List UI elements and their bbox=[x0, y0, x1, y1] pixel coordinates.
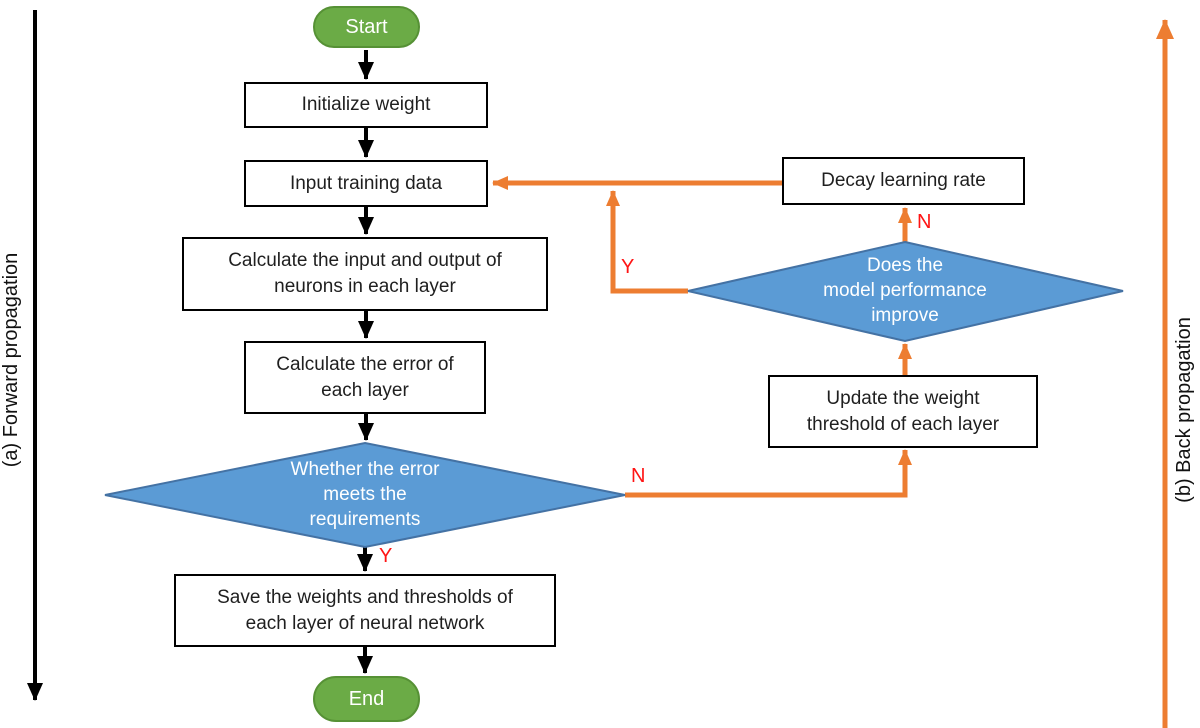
process-calculate-input-output: Calculate the input and output of neuron… bbox=[182, 237, 548, 311]
process-label: Initialize weight bbox=[301, 94, 431, 115]
decision-label-line: requirements bbox=[309, 509, 421, 530]
process-initialize-weight: Initialize weight bbox=[244, 82, 488, 128]
end-node: End bbox=[313, 676, 420, 722]
process-input-training-data: Input training data bbox=[244, 160, 488, 207]
branch-label-error-no: N bbox=[631, 465, 646, 487]
branch-label-improve-yes: Y bbox=[621, 256, 635, 278]
decision-label-line: meets the bbox=[323, 484, 407, 505]
process-label-line: Save the weights and thresholds of bbox=[217, 586, 513, 608]
decision-error-shape bbox=[104, 441, 626, 549]
process-label-line: Update the weight bbox=[826, 387, 980, 409]
decision-label-line: Does the bbox=[866, 255, 944, 276]
branch-label-error-yes: Y bbox=[379, 545, 393, 567]
start-node: Start bbox=[313, 6, 420, 48]
decision-label-line: model performance bbox=[823, 280, 987, 301]
back-propagation-caption: (b) Back propagation bbox=[1173, 317, 1195, 503]
process-decay-learning-rate: Decay learning rate bbox=[782, 157, 1025, 205]
process-label: Input training data bbox=[289, 172, 443, 194]
branch-label-improve-no: N bbox=[917, 211, 932, 233]
process-label-line: Calculate the input and output of bbox=[228, 250, 502, 271]
decision-label-line: Whether the error bbox=[290, 459, 440, 480]
decision-label-line: improve bbox=[871, 305, 939, 326]
start-label: Start bbox=[345, 15, 388, 38]
decision-improve-label: Does the model performance improve bbox=[785, 253, 1025, 328]
process-label: Decay learning rate bbox=[821, 170, 986, 191]
process-label-line: threshold of each layer bbox=[806, 413, 1000, 435]
end-label: End bbox=[348, 687, 385, 710]
decision-improve-shape bbox=[687, 240, 1124, 343]
process-label-line: each layer of neural network bbox=[245, 612, 485, 634]
connector-improve-yes-to-input bbox=[606, 190, 688, 294]
forward-propagation-caption: (a) Forward propagation bbox=[0, 252, 22, 468]
process-update-weight-threshold: Update the weight threshold of each laye… bbox=[768, 375, 1038, 448]
process-label-line: neurons in each layer bbox=[274, 276, 456, 297]
process-label-line: Calculate the error of bbox=[276, 353, 454, 375]
connector-error-no-to-update bbox=[625, 449, 912, 498]
process-label-line: each layer bbox=[321, 379, 409, 401]
process-calculate-error: Calculate the error of each layer bbox=[244, 341, 486, 414]
decision-error-label: Whether the error meets the requirements bbox=[245, 457, 485, 532]
process-save-weights: Save the weights and thresholds of each … bbox=[174, 574, 556, 647]
